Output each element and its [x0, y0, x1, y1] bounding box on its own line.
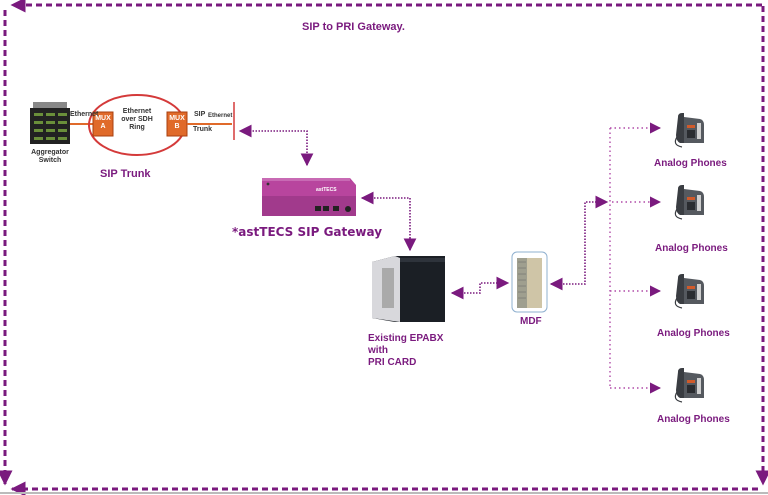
mux-b-label-line1: MUX	[169, 115, 185, 122]
analog-phone-icon	[674, 113, 704, 148]
ring-label-line2: over SDH	[121, 116, 153, 123]
epabx-icon	[372, 256, 445, 322]
link-mdf-to-phones	[549, 195, 609, 291]
aggregator-label-line1: Aggregator	[31, 149, 69, 156]
link-gateway-to-pbx	[360, 191, 417, 252]
aggregator-label-line2: Switch	[38, 157, 62, 164]
aggregator-label: Aggregator Switch	[28, 149, 72, 165]
mux-a-label: MUX A	[93, 115, 113, 131]
ring-label-line1: Ethernet	[122, 108, 152, 115]
mux-a-label-line1: MUX	[95, 115, 111, 122]
mux-b-label-line2: B	[174, 123, 180, 130]
sip-gateway-device-icon	[262, 178, 356, 216]
gateway-brand-label: astTECS	[316, 187, 337, 193]
aggregator-switch-icon	[30, 102, 70, 144]
mux-a-label-line2: A	[100, 123, 106, 130]
analog-phone-icon	[674, 185, 704, 220]
analog-phone-icon	[674, 368, 704, 403]
trunk-label: Trunk	[193, 126, 213, 133]
sip-trunk-label: SIP Trunk	[100, 168, 151, 180]
epabx-label: Existing EPABX with PRI CARD	[368, 333, 443, 369]
link-pbx-to-mdf	[450, 276, 510, 300]
epabx-label-line1: Existing EPABX	[368, 333, 444, 344]
mdf-label: MDF	[520, 316, 542, 327]
link-trunk-to-gateway	[238, 124, 314, 167]
epabx-label-line3: PRI CARD	[368, 357, 417, 368]
ring-label-line3: Ring	[129, 124, 145, 131]
analog-phone-icon	[674, 274, 704, 309]
ethernet-left-label: Ethernet	[70, 111, 99, 118]
mux-b-label: MUX B	[167, 115, 187, 131]
sip-gateway-label: *astTECS SIP Gateway	[232, 225, 383, 239]
mux-a-box	[92, 111, 114, 137]
ethernet-right-label: Ethernet	[208, 113, 233, 119]
diagram-title: SIP to PRI Gateway.	[302, 21, 405, 33]
mdf-icon	[511, 251, 548, 313]
phone-label-4: Analog Phones	[657, 414, 730, 425]
ring-label: Ethernet over SDH Ring	[117, 108, 157, 132]
sip-label: SIP	[194, 111, 206, 118]
phone-label-3: Analog Phones	[657, 328, 730, 339]
phone-label-1: Analog Phones	[654, 158, 727, 169]
phone-label-2: Analog Phones	[655, 243, 728, 254]
epabx-label-line2: with	[368, 345, 388, 356]
